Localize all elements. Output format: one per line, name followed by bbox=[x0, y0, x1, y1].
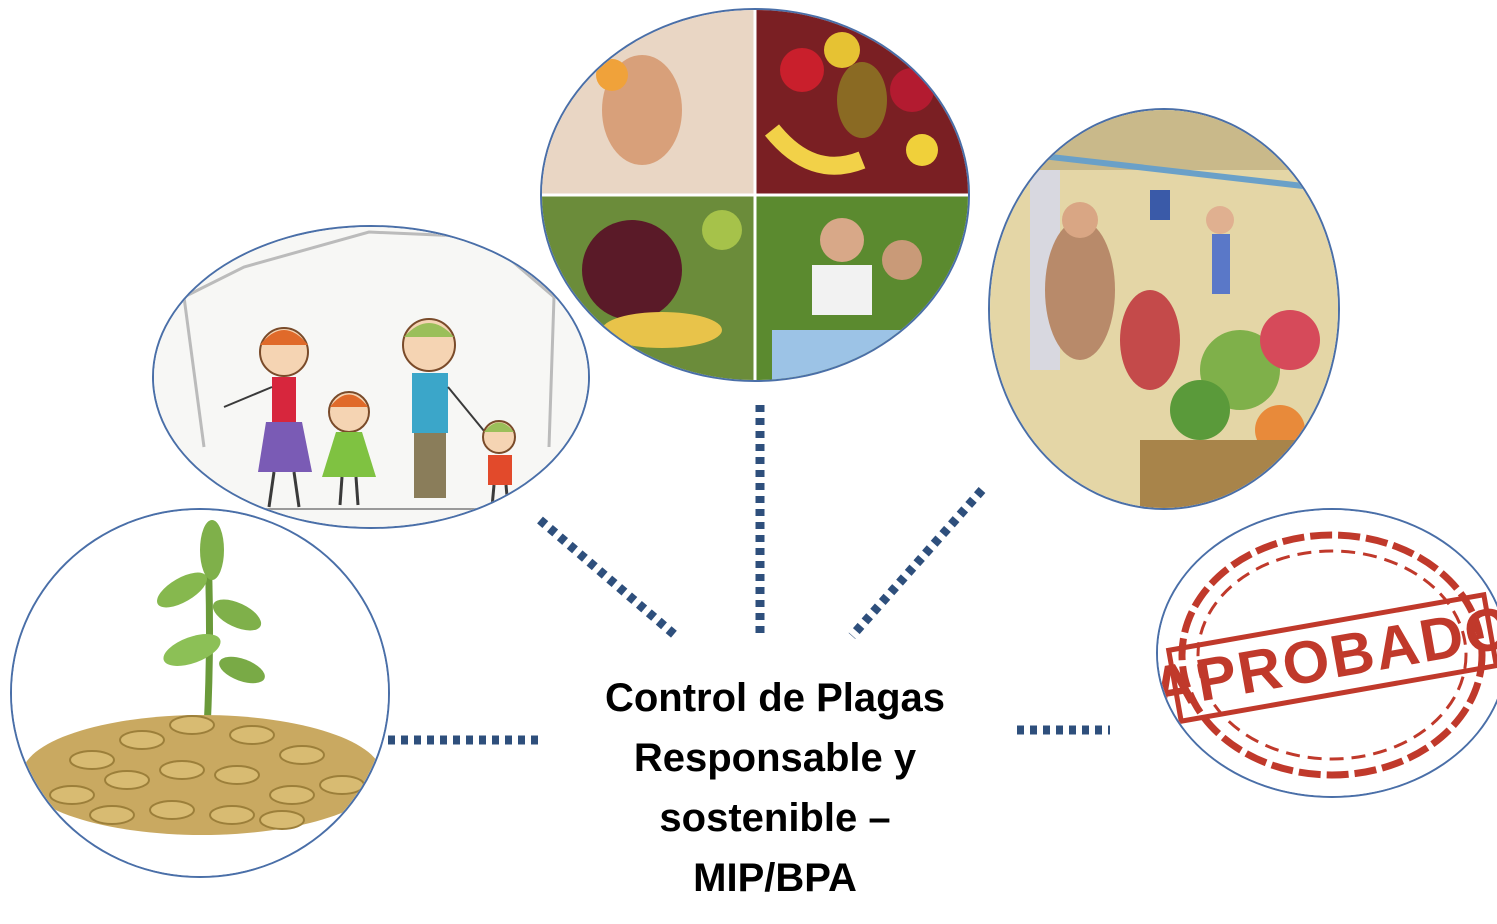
center-title: Control de Plagas Responsable y sostenib… bbox=[520, 668, 1030, 908]
healthy-food-collage-image bbox=[540, 8, 970, 382]
center-title-line-4: MIP/BPA bbox=[693, 856, 857, 900]
connector-to-family bbox=[537, 516, 679, 640]
market-sketch-image bbox=[988, 108, 1340, 510]
family-drawing-image bbox=[152, 225, 590, 529]
connector-to-market bbox=[848, 487, 986, 639]
approved-stamp-image: APROBADO bbox=[1156, 508, 1497, 798]
center-title-line-3: sostenible – bbox=[659, 796, 891, 840]
center-title-line-1: Control de Plagas bbox=[604, 676, 946, 720]
center-title-line-2: Responsable y bbox=[633, 736, 917, 780]
plant-growing-from-coins-image bbox=[10, 508, 390, 878]
